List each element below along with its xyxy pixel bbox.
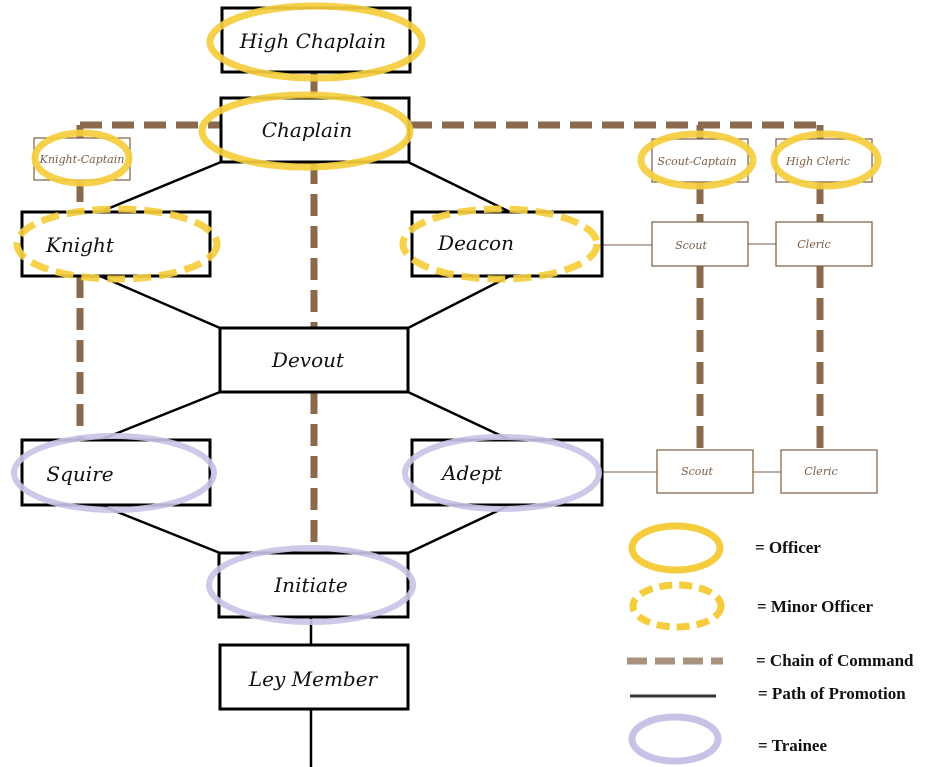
label-high-cleric: High Cleric	[785, 155, 850, 168]
box-chaplain[interactable]	[219, 96, 411, 164]
box-initiate[interactable]	[217, 551, 410, 619]
legend-officer-label: = Officer	[755, 538, 821, 557]
label-knight: Knight	[45, 233, 115, 257]
promotion-line	[99, 274, 221, 330]
legend-minor-officer-label: = Minor Officer	[757, 597, 874, 616]
officer-ellipse-scout-captain	[637, 130, 757, 190]
box-cleric-lower[interactable]	[780, 449, 878, 494]
legend-officer-swatch	[628, 522, 724, 574]
minor-officer-ellipse-knight	[13, 205, 221, 283]
label-initiate: Initiate	[273, 573, 347, 597]
officer-highlights	[31, 2, 882, 190]
box-scout-upper[interactable]	[651, 221, 749, 267]
label-ley-member: Ley Member	[248, 667, 379, 691]
promotion-lines	[99, 160, 511, 767]
label-scout-captain: Scout-Captain	[657, 155, 736, 168]
label-devout: Devout	[271, 348, 345, 372]
legend-chain-label: = Chain of Command	[756, 651, 914, 670]
box-cleric-upper[interactable]	[775, 221, 873, 267]
officer-ellipse-knight-captain	[31, 129, 133, 187]
promotion-line	[99, 160, 222, 214]
minor-officer-highlights	[13, 205, 601, 283]
officer-ellipse-high-cleric	[770, 130, 882, 190]
label-adept: Adept	[440, 461, 503, 485]
rank-boxes	[20, 6, 604, 711]
label-scout-lower: Scout	[681, 465, 713, 478]
box-knight[interactable]	[20, 210, 212, 278]
label-high-chaplain: High Chaplain	[239, 29, 386, 53]
label-knight-captain: Knight-Captain	[39, 153, 125, 166]
minor-officer-ellipse-deacon	[399, 205, 601, 283]
trainee-ellipse-initiate	[206, 545, 416, 625]
box-high-cleric[interactable]	[775, 138, 873, 183]
promotion-line	[99, 503, 221, 555]
label-cleric-lower: Cleric	[804, 465, 837, 478]
legend-trainee-label: = Trainee	[758, 736, 827, 755]
promotion-line	[407, 390, 511, 442]
box-scout-captain[interactable]	[651, 138, 749, 183]
officer-ellipse-high-chaplain	[206, 2, 426, 82]
label-deacon: Deacon	[437, 231, 514, 255]
legend-promotion-label: = Path of Promotion	[758, 684, 906, 703]
label-chaplain: Chaplain	[262, 118, 353, 142]
box-squire[interactable]	[20, 438, 212, 507]
box-high-chaplain[interactable]	[220, 6, 412, 74]
trainee-highlights	[11, 433, 602, 625]
label-cleric-upper: Cleric	[797, 238, 830, 251]
promotion-line	[99, 390, 221, 442]
box-adept[interactable]	[410, 438, 604, 507]
promotion-line	[407, 274, 511, 330]
promotion-line	[407, 160, 511, 214]
legend-minor-officer-swatch	[629, 581, 725, 631]
promotion-line	[407, 503, 511, 555]
box-scout-lower[interactable]	[656, 449, 754, 494]
officer-ellipse-chaplain	[198, 91, 414, 171]
legend: = Officer = Minor Officer = Chain of Com…	[627, 522, 914, 765]
trainee-ellipse-squire	[11, 433, 217, 513]
minor-connectors	[604, 244, 781, 472]
trainee-ellipse-adept	[402, 434, 602, 512]
rank-labels: High Chaplain Chaplain Knight Deacon Dev…	[39, 29, 850, 691]
label-scout-upper: Scout	[675, 239, 707, 252]
legend-trainee-swatch	[628, 713, 722, 765]
box-devout[interactable]	[218, 326, 410, 394]
box-ley-member[interactable]	[218, 643, 410, 711]
label-squire: Squire	[46, 462, 113, 486]
